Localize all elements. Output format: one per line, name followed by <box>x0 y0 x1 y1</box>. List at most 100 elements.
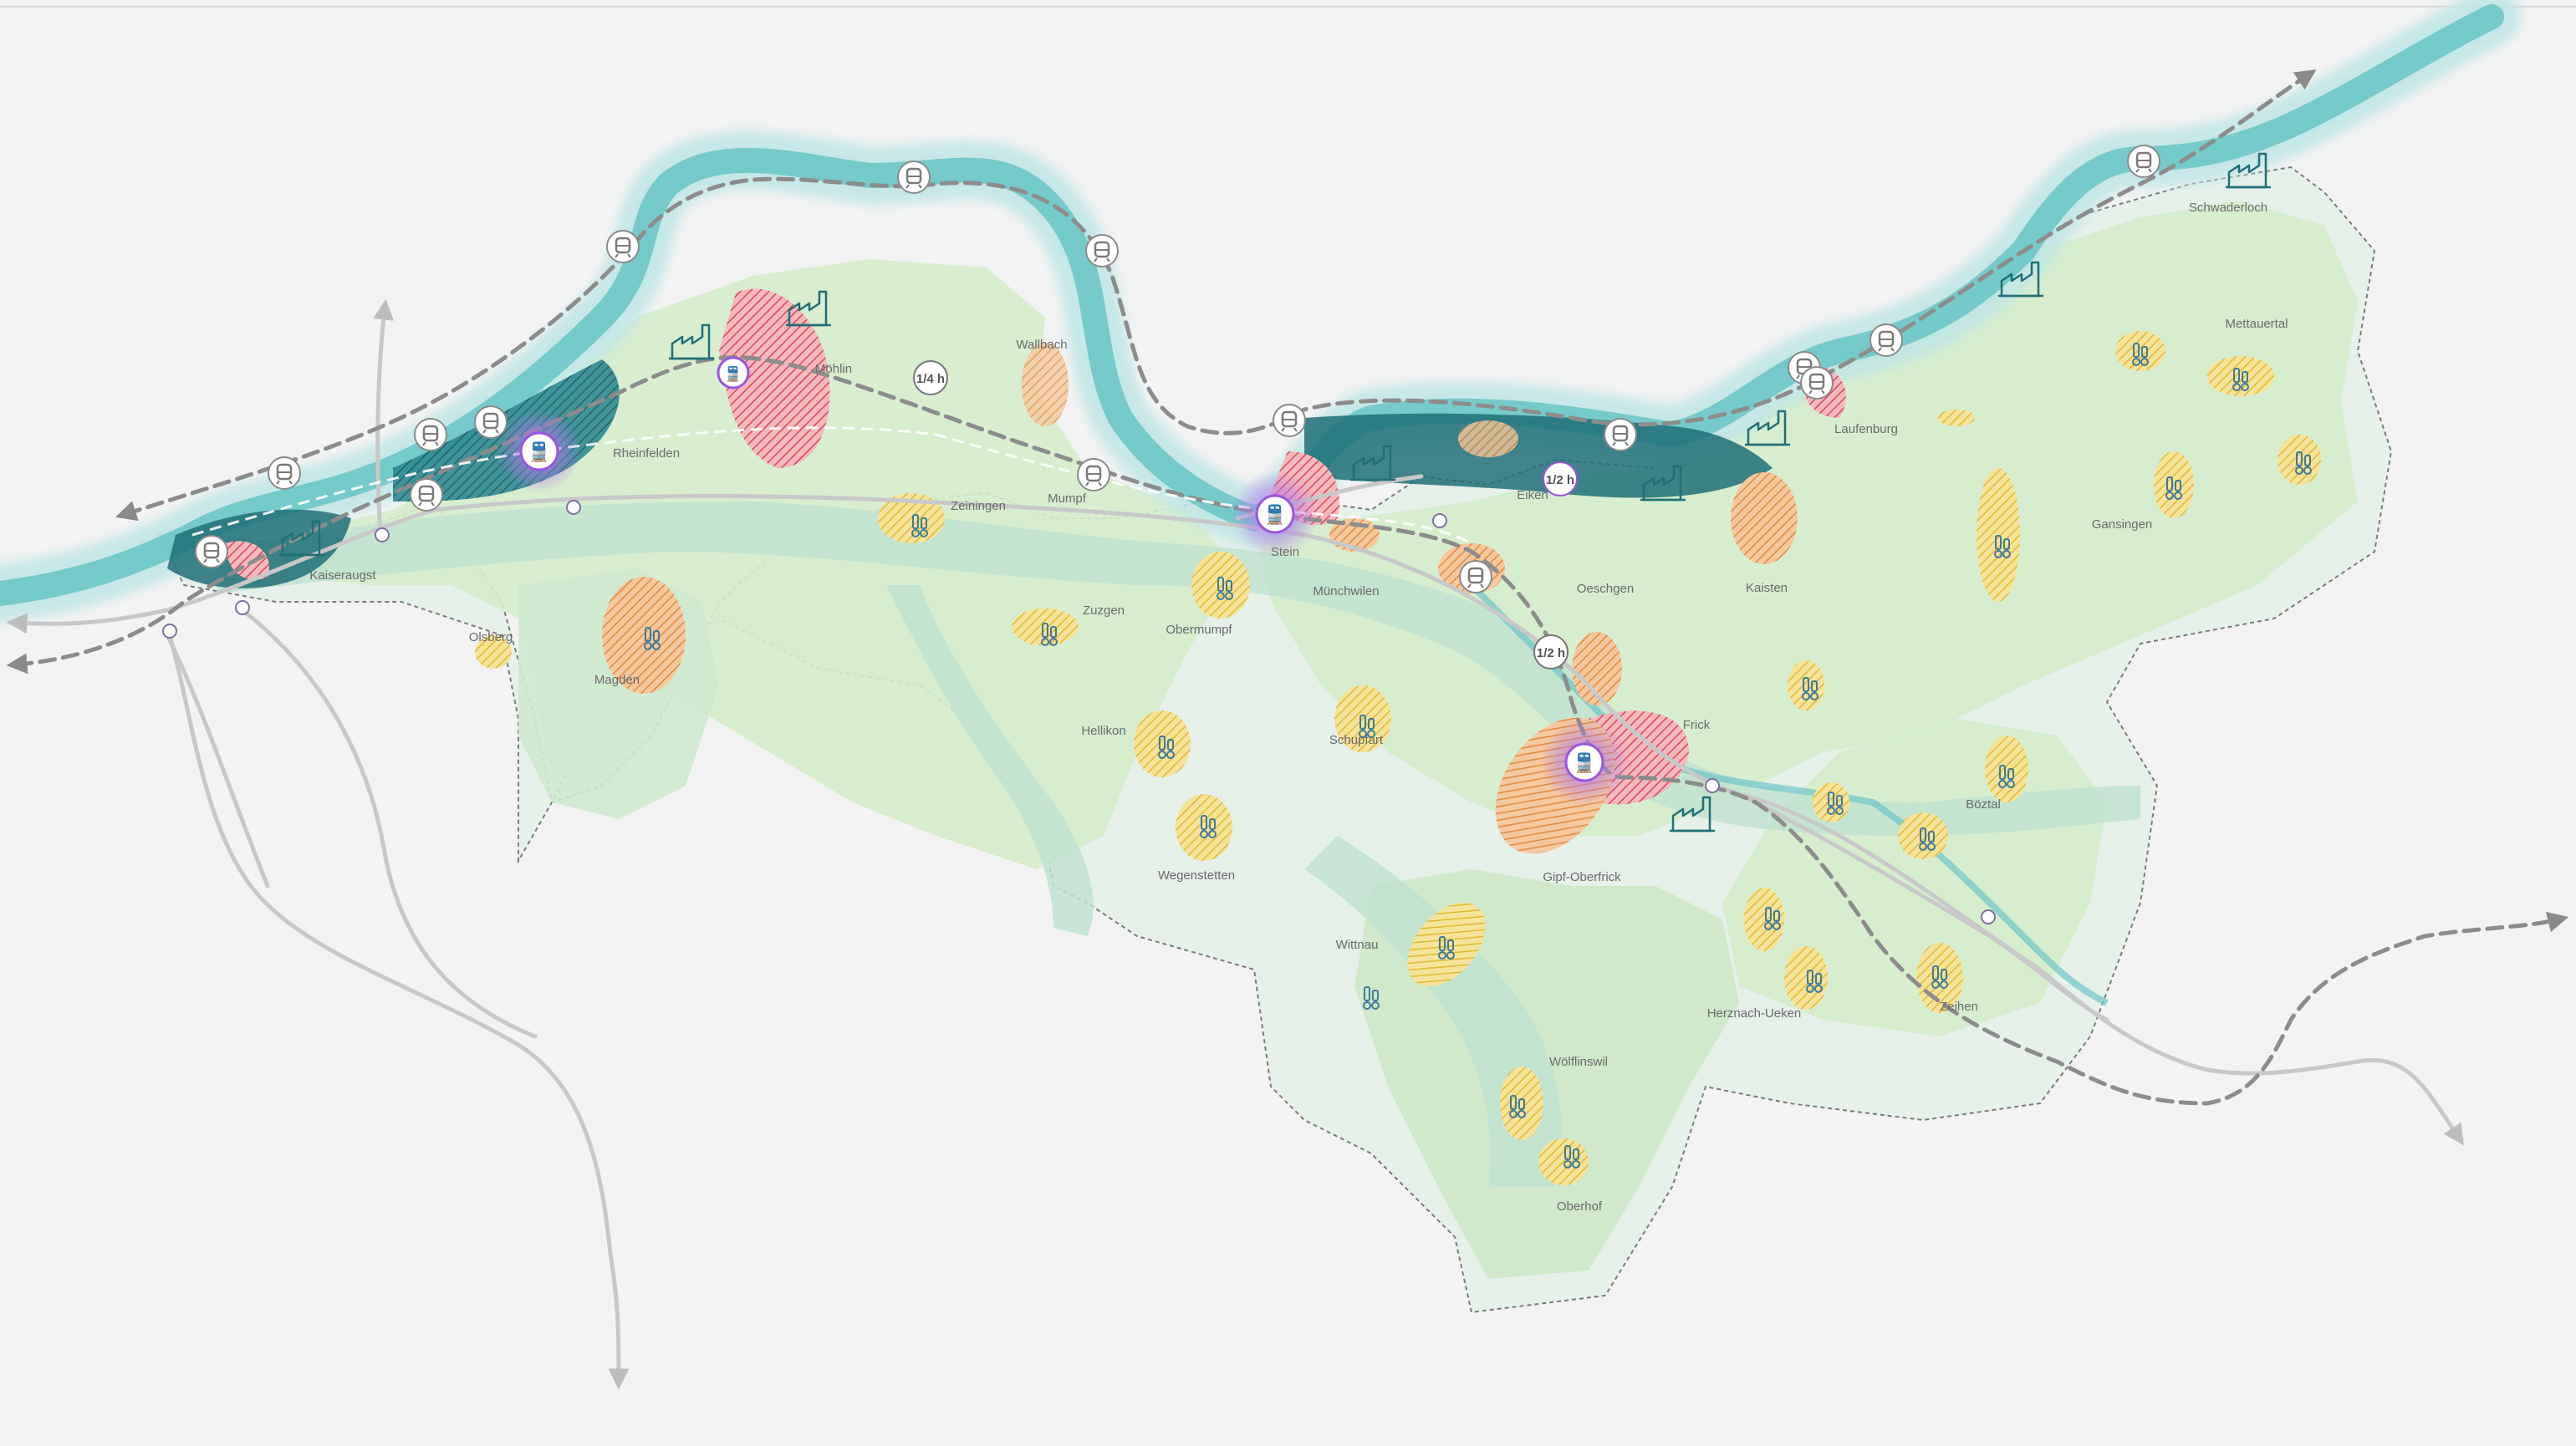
svg-text:🚆: 🚆 <box>724 365 742 383</box>
tractor-icon <box>1041 623 1058 646</box>
frequency-marker-eiken: 1/2 h <box>1543 461 1578 496</box>
factory-icon <box>1745 410 1790 446</box>
train-station-icon[interactable] <box>2127 145 2160 178</box>
place-label: Münchwilen <box>1313 584 1379 598</box>
place-label: Frick <box>1683 718 1711 732</box>
train-station-icon[interactable] <box>1870 323 1903 357</box>
tractor-icon <box>2295 451 2312 475</box>
tractor-icon <box>911 514 928 537</box>
place-label: Gipf-Oberfrick <box>1543 870 1621 884</box>
place-label: Möhlin <box>815 362 852 376</box>
factory-icon <box>2226 152 2271 189</box>
place-label: Eiken <box>1517 488 1548 502</box>
hub-markers: 🚆 🚆 🚆 🚆 <box>497 356 1628 806</box>
train-station-icon[interactable] <box>474 405 508 439</box>
tractor-icon <box>1563 1145 1580 1169</box>
train-station-icon[interactable] <box>414 418 447 451</box>
train-station-icon[interactable] <box>1077 458 1110 491</box>
tractor-icon <box>1359 715 1375 738</box>
tractor-icon <box>1802 677 1819 700</box>
tractor-icon <box>1827 792 1844 815</box>
place-label: Gansingen <box>2092 517 2153 532</box>
hub-moehlin[interactable]: 🚆 <box>717 356 750 390</box>
tractor-icon <box>1998 765 2015 788</box>
frequency-label: 1/2 h <box>1537 646 1565 660</box>
train-station-icon[interactable] <box>1459 560 1492 593</box>
place-label: Schwaderloch <box>2189 201 2267 215</box>
place-label: Stein <box>1271 545 1299 559</box>
tractor-icon <box>2165 476 2182 500</box>
svg-text:🚆: 🚆 <box>1573 752 1595 774</box>
place-label: Olsberg <box>469 630 513 644</box>
frequency-marker-frick: 1/2 h <box>1533 634 1569 670</box>
factory-icon <box>1350 445 1395 481</box>
agriculture-markers <box>644 343 2312 1169</box>
place-label: Oberhof <box>1557 1199 1603 1214</box>
place-label: Wittnau <box>1336 938 1379 952</box>
place-label: Böztal <box>1966 797 2001 812</box>
tractor-icon <box>644 627 661 650</box>
junction-nodes <box>162 500 1996 924</box>
train-station-icon[interactable] <box>606 230 640 263</box>
rail-white-line <box>191 426 1472 545</box>
frequency-markers: 1/4 h 1/2 h 1/2 h <box>913 360 1578 670</box>
tractor-icon <box>1217 577 1233 600</box>
place-label: Zeihen <box>1940 1000 1978 1014</box>
place-label: Mumpf <box>1048 491 1087 506</box>
tractor-icon <box>1200 815 1217 838</box>
factory-icon <box>786 290 831 327</box>
place-label: Obermumpf <box>1166 623 1232 637</box>
train-station-icon[interactable] <box>1273 404 1306 437</box>
tractor-icon <box>1764 907 1781 930</box>
tractor-icon <box>2232 368 2249 391</box>
hub-stein[interactable]: 🚆 <box>1232 471 1319 558</box>
place-label: Schupfart <box>1329 733 1384 747</box>
train-station-icon[interactable] <box>1085 234 1119 267</box>
tractor-icon <box>1994 535 2011 558</box>
train-station-icon[interactable] <box>1604 418 1637 451</box>
place-label: Herznach-Ueken <box>1707 1006 1802 1021</box>
svg-text:🚆: 🚆 <box>528 441 550 463</box>
place-label: Oeschgen <box>1577 582 1634 596</box>
place-label: Kaiseraugst <box>309 568 376 583</box>
factory-icon <box>1640 465 1686 502</box>
hub-rheinfelden[interactable]: 🚆 <box>497 410 581 493</box>
tractor-icon <box>2132 343 2149 366</box>
frequency-label: 1/2 h <box>1546 473 1574 487</box>
train-station-icon[interactable] <box>410 478 443 512</box>
factory-icon <box>1670 796 1715 832</box>
place-label: Zeiningen <box>951 499 1006 513</box>
place-label: Wallbach <box>1016 338 1067 352</box>
train-station-icon[interactable] <box>1800 366 1834 400</box>
factory-markers <box>279 152 2271 832</box>
place-label: Laufenburg <box>1834 422 1898 436</box>
factory-icon <box>669 323 714 360</box>
tractor-icon <box>1438 936 1455 960</box>
tractor-icon <box>1919 827 1936 851</box>
train-station-icon[interactable] <box>897 160 931 194</box>
tractor-icon <box>1363 986 1380 1010</box>
hub-frick[interactable]: 🚆 <box>1541 719 1628 806</box>
frequency-marker-moehlin: 1/4 h <box>913 360 948 395</box>
train-station-icon[interactable] <box>195 535 228 568</box>
factory-icon <box>279 520 324 557</box>
tractor-icon <box>1931 965 1948 989</box>
place-label: Kaisten <box>1746 581 1788 595</box>
frequency-label: 1/4 h <box>916 372 945 386</box>
place-labels: Kaiseraugst Olsberg Magden Rheinfelden M… <box>309 201 2288 1214</box>
place-label: Rheinfelden <box>613 446 680 461</box>
tractor-icon <box>1158 736 1175 759</box>
place-label: Zuzgen <box>1083 603 1125 618</box>
land-green-east <box>1254 201 2358 836</box>
tractor-icon <box>1509 1095 1526 1118</box>
place-label: Wölflinswil <box>1549 1055 1608 1069</box>
svg-text:🚆: 🚆 <box>1263 504 1286 526</box>
place-label: Wegenstetten <box>1158 868 1235 883</box>
train-station-icon[interactable] <box>268 456 301 490</box>
station-markers <box>195 145 2160 593</box>
place-label: Mettauertal <box>2225 317 2288 331</box>
place-label: Magden <box>594 673 640 687</box>
factory-icon <box>1998 261 2043 298</box>
